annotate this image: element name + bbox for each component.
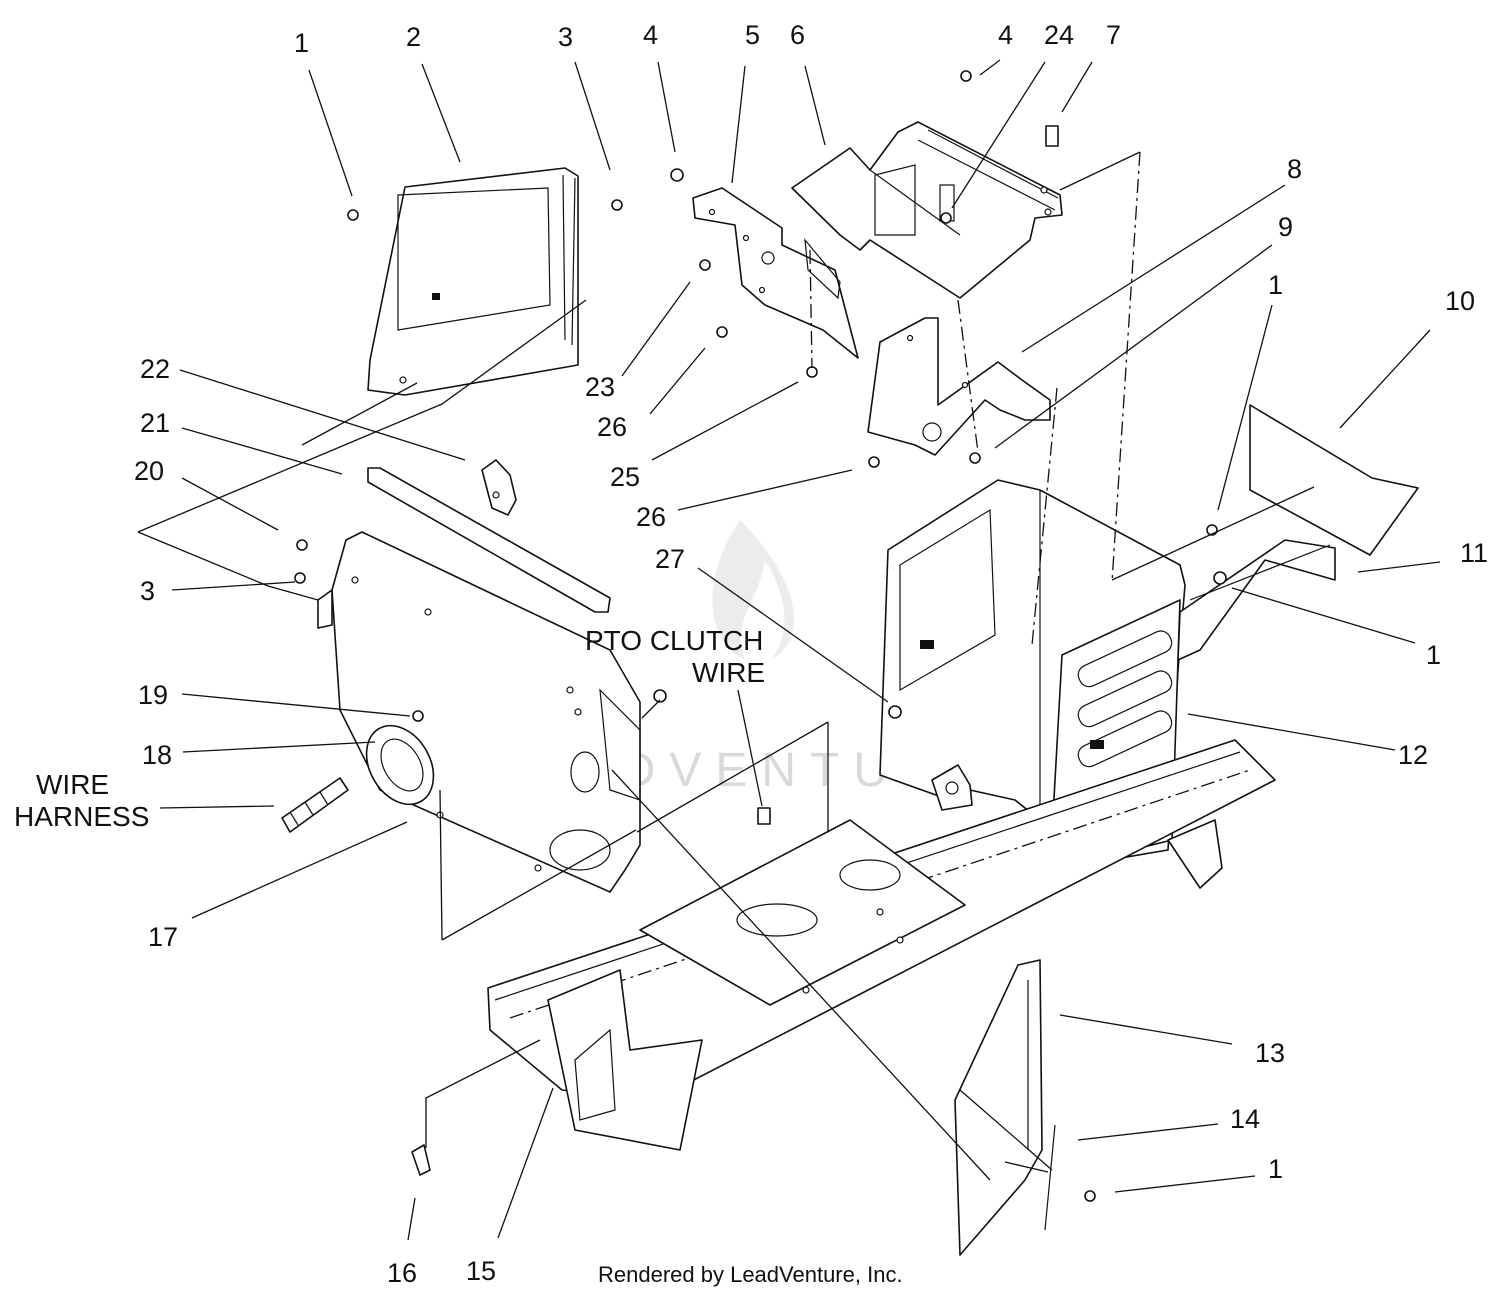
- part-18-grommet: [365, 724, 435, 806]
- part-2-side-panel: [367, 167, 579, 396]
- callout-20: 20: [134, 456, 164, 486]
- callout-16: 16: [387, 1258, 417, 1288]
- part-13-lower-panel: [954, 959, 1043, 1256]
- part-22-clip: [481, 459, 517, 516]
- part-8-bracket: [867, 317, 1051, 456]
- harness-label: HARNESS: [14, 801, 149, 832]
- callout-3: 3: [558, 22, 573, 52]
- callout-10: 10: [1445, 286, 1475, 316]
- callout-6: 6: [790, 20, 805, 50]
- callout-9: 9: [1278, 212, 1293, 242]
- part-21-strip: [367, 467, 611, 613]
- callout-12: 12: [1398, 740, 1428, 770]
- part-11-support: [1177, 539, 1336, 661]
- callout-14: 14: [1230, 1104, 1260, 1134]
- callout-8: 8: [1287, 154, 1302, 184]
- callout-1d: 1: [1268, 1154, 1283, 1184]
- callout-17: 17: [148, 922, 178, 952]
- callout-4b: 4: [998, 20, 1013, 50]
- part-10-decal: [1249, 404, 1419, 556]
- callout-11: 11: [1460, 538, 1488, 568]
- callout-1c: 1: [1426, 640, 1441, 670]
- leader-lines: [137, 59, 1441, 1241]
- pto-clutch-label: PTO CLUTCH: [585, 625, 763, 656]
- harness-wire-label: WIRE: [36, 769, 109, 800]
- callout-15: 15: [466, 1256, 496, 1286]
- pto-wire-label: WIRE: [692, 657, 765, 688]
- callout-1b: 1: [1268, 270, 1283, 300]
- part-14-strip: [1044, 1124, 1056, 1231]
- callout-25: 25: [610, 462, 640, 492]
- credit-text: Rendered by LeadVenture, Inc.: [598, 1262, 903, 1287]
- callout-26b: 26: [636, 502, 666, 532]
- callout-19: 19: [138, 680, 168, 710]
- fasteners: [294, 70, 1227, 1202]
- part-6-top-tray: [791, 121, 1063, 299]
- part-16-connector: [411, 1144, 431, 1176]
- callout-3b: 3: [140, 576, 155, 606]
- callout-1: 1: [294, 28, 309, 58]
- callout-24: 24: [1044, 20, 1074, 50]
- callout-26: 26: [597, 412, 627, 442]
- notes: PTO CLUTCH WIRE WIRE HARNESS: [14, 625, 765, 832]
- callout-2: 2: [406, 22, 421, 52]
- callout-22: 22: [140, 354, 170, 384]
- callout-5: 5: [745, 20, 760, 50]
- callout-21: 21: [140, 408, 170, 438]
- callout-23: 23: [585, 372, 615, 402]
- part-5-bracket: [692, 187, 859, 359]
- wire-harness-bundle: [281, 777, 349, 833]
- callout-13: 13: [1255, 1038, 1285, 1068]
- callout-18: 18: [142, 740, 172, 770]
- callout-4: 4: [643, 20, 658, 50]
- callout-27: 27: [655, 544, 685, 574]
- callout-labels: 1 2 3 4 5 6 4 24 7 8 9 1 10 11 1 12 22 2…: [134, 20, 1488, 1288]
- callout-7: 7: [1106, 20, 1121, 50]
